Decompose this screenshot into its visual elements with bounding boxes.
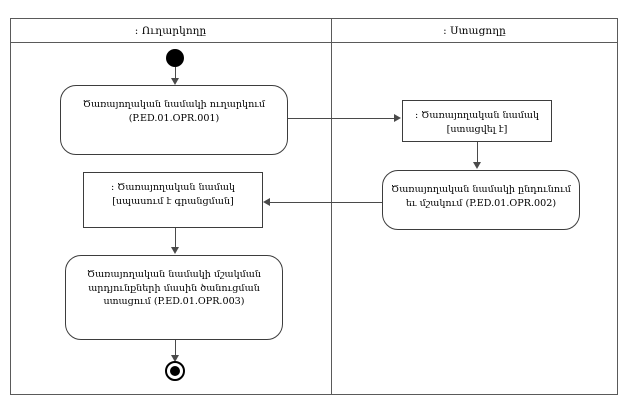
object-node-letter-received-line-2: [ստացվել է]: [446, 124, 508, 135]
activity-receive-notice-line-3: ստացում (P.ED.01.OPR.003): [103, 296, 245, 307]
arrowhead-received-to-process: [473, 162, 481, 169]
arrowhead-notice-to-end: [171, 355, 179, 362]
swimlane-header-receiver: : Ստացողը: [443, 25, 506, 37]
activity-receive-and-process-line-2: եւ մշակում (P.ED.01.OPR.002): [405, 197, 557, 209]
swimlane-divider: [331, 18, 332, 395]
activity-receive-and-process-line-1: Ծառայողական նամակի ընդունում: [391, 184, 571, 195]
activity-receive-notice-line-2: արդյունքների մասին ծանուցման: [88, 282, 260, 294]
arrowhead-awaiting-to-notice: [171, 247, 179, 254]
activity-receive-and-process[interactable]: Ծառայողական նամակի ընդունում եւ մշակում …: [382, 170, 580, 230]
activity-receive-notice-line-1: Ծառայողական նամակի մշակման: [86, 269, 262, 280]
edge-awaiting-to-notice: [175, 228, 176, 248]
arrowhead-send-to-received: [394, 114, 401, 122]
edge-process-to-awaiting: [270, 202, 382, 203]
object-node-letter-awaiting-line-1: : Ծառայողական նամակ: [110, 182, 236, 193]
object-node-letter-received-line-1: : Ծառայողական նամակ: [414, 110, 540, 121]
initial-node: [166, 49, 184, 67]
swimlane-header-sender: : Ուղարկողը: [134, 25, 207, 37]
object-node-letter-awaiting-registration[interactable]: : Ծառայողական նամակ [սպասում է գրանցման]: [83, 172, 263, 228]
activity-send-letter-line-2: (P.ED.01.OPR.001): [128, 112, 220, 124]
activity-send-letter-line-1: Ծառայողական նամակի ուղարկում: [82, 99, 266, 110]
activity-send-letter[interactable]: Ծառայողական նամակի ուղարկում (P.ED.01.OP…: [60, 85, 288, 155]
swimlane-header-separator: [10, 42, 618, 43]
arrowhead-process-to-awaiting: [263, 198, 270, 206]
edge-received-to-process: [477, 142, 478, 163]
edge-start-to-send: [175, 67, 176, 79]
edge-notice-to-end: [175, 340, 176, 356]
final-node: [165, 361, 185, 381]
activity-receive-notice[interactable]: Ծառայողական նամակի մշակման արդյունքների …: [65, 255, 283, 340]
edge-send-to-received: [288, 118, 395, 119]
arrowhead-start-to-send: [171, 78, 179, 85]
object-node-letter-awaiting-line-2: [սպասում է գրանցման]: [112, 196, 234, 207]
object-node-letter-received[interactable]: : Ծառայողական նամակ [ստացվել է]: [402, 100, 552, 142]
